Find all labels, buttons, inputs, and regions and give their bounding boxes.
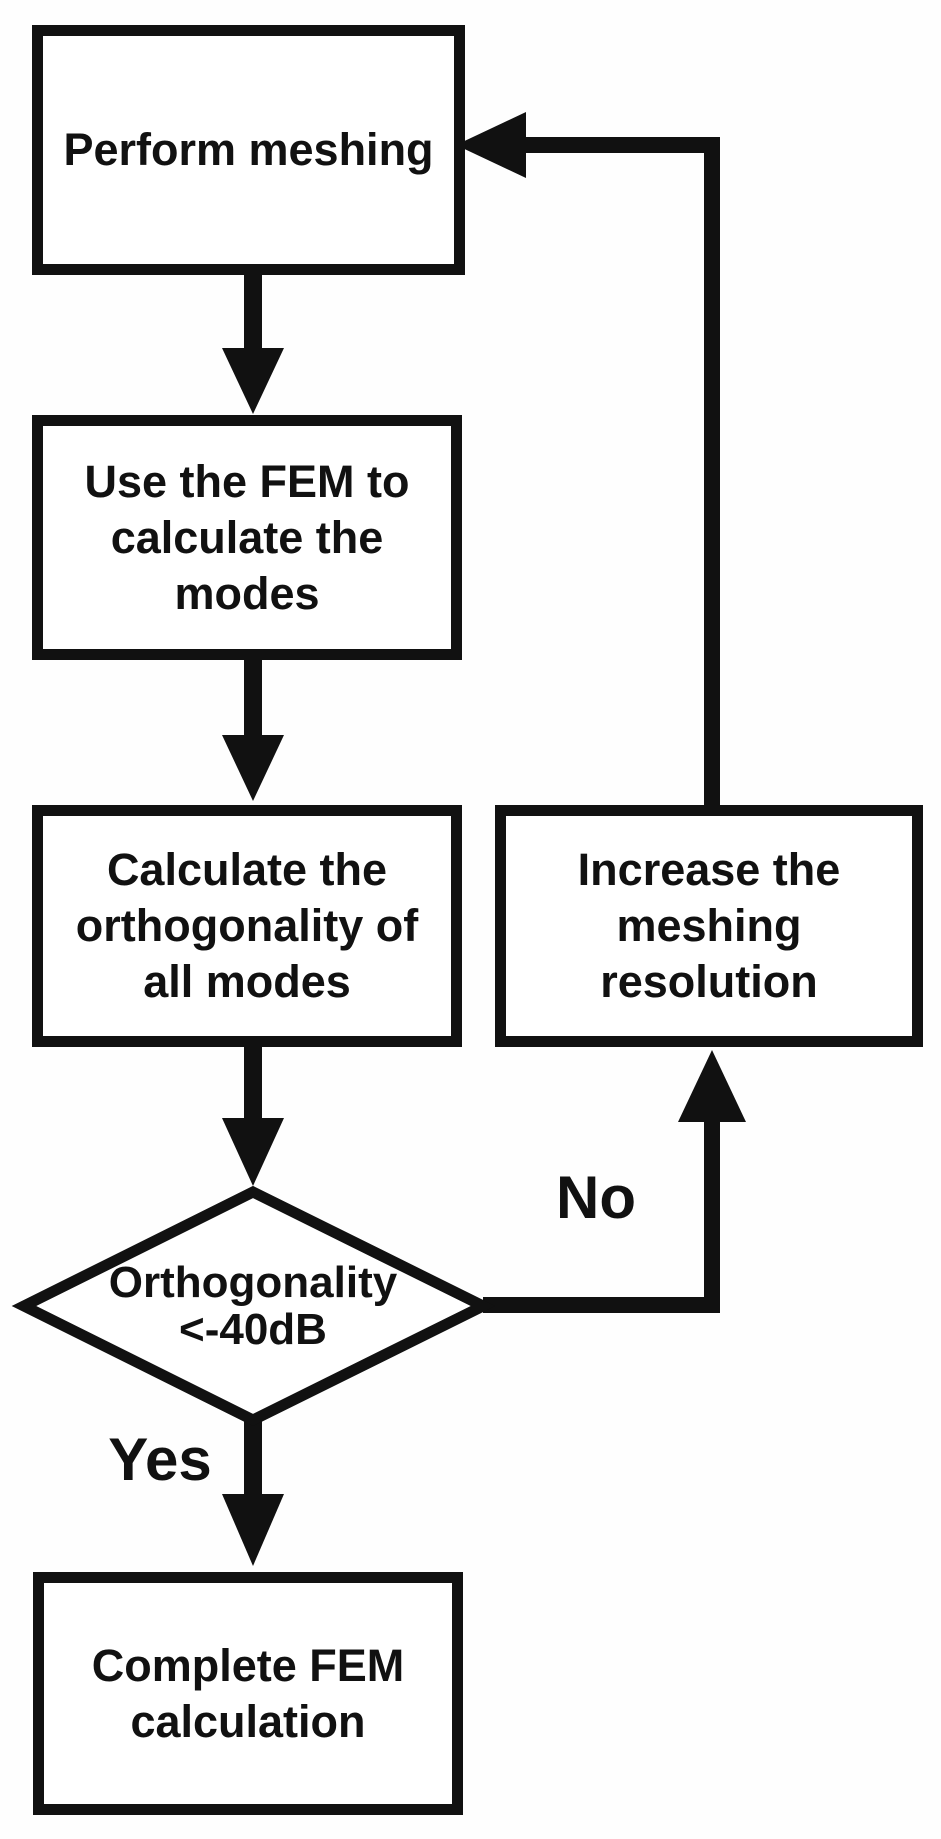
arrow-perform-to-fem xyxy=(222,270,284,414)
node-complete-fem: Complete FEM calculation xyxy=(33,1572,463,1815)
node-perform-meshing-label: Perform meshing xyxy=(63,124,434,175)
node-perform-meshing: Perform meshing xyxy=(32,25,465,275)
node-use-fem-label: Use the FEM to calculate the modes xyxy=(84,455,410,619)
decision-diamond-shape xyxy=(11,1185,496,1427)
node-increase-resolution: Increase the meshing resolution xyxy=(495,805,923,1047)
arrow-fem-to-orthogonality xyxy=(222,656,284,801)
node-complete-fem-label: Complete FEM calculation xyxy=(91,1639,405,1747)
edge-label-yes: Yes xyxy=(108,1426,212,1493)
node-calc-orthogonality-label: Calculate the orthogonality of all modes xyxy=(75,844,419,1007)
arrow-decision-to-increase xyxy=(483,1050,746,1313)
arrow-increase-to-perform xyxy=(456,112,720,807)
arrow-orthogonality-to-decision xyxy=(222,1044,284,1186)
node-increase-resolution-label: Increase the meshing resolution xyxy=(577,844,841,1007)
node-calc-orthogonality: Calculate the orthogonality of all modes xyxy=(32,805,462,1047)
node-decision-label: Orthogonality <-40dB xyxy=(108,1258,398,1354)
node-decision: Orthogonality <-40dB xyxy=(60,1246,446,1366)
arrow-decision-to-complete xyxy=(222,1421,284,1566)
node-use-fem: Use the FEM to calculate the modes xyxy=(32,415,462,660)
edge-label-no: No xyxy=(556,1164,636,1231)
